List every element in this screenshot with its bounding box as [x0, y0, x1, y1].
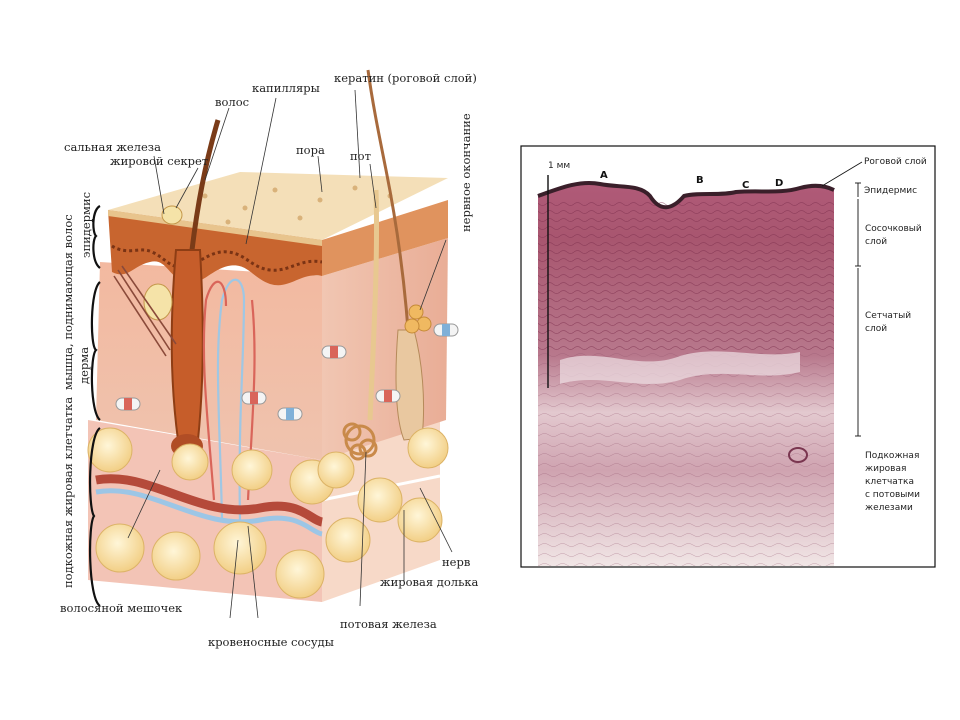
sweat-gland-section [788, 447, 808, 463]
nerve-ending-bulbs [404, 304, 432, 334]
label-keratin: кератин (роговой слой) [334, 71, 477, 85]
stratum-corneum-line [537, 180, 835, 210]
fat-lobules [87, 427, 449, 599]
histology-figure: 1 мм A B C D Роговой слой Эпидермис Сосо… [520, 145, 936, 568]
label-hypodermis-4: с потовыми [865, 490, 920, 500]
label-hypodermis-3: клетчатка [865, 477, 914, 487]
label-sweat: пот [350, 149, 371, 163]
label-hypodermis-1: Подкожная [865, 451, 919, 461]
label-epidermis-h: Эпидермис [864, 186, 917, 196]
letter-d: D [775, 178, 783, 189]
label-papillary-1: Сосочковый [865, 224, 922, 234]
label-reticular-2: слой [865, 324, 887, 334]
vessel-cross-sections [115, 323, 459, 421]
hair-follicle [170, 249, 204, 441]
label-fat-lobule: жировая долька [380, 575, 479, 589]
label-sebaceous-gland: сальная железа [64, 140, 161, 154]
label-nerve: нерв [442, 555, 470, 569]
blood-vessel-red [95, 474, 324, 527]
label-subcutaneous: подкожная жировая клетчатка [61, 397, 75, 588]
label-sebum: жировой секрет [110, 154, 208, 168]
label-pore: пора [296, 143, 325, 157]
label-capillaries: капилляры [252, 81, 320, 95]
label-blood-vessels: кровеносные сосуды [208, 635, 334, 649]
leader-lines [127, 89, 453, 619]
label-reticular-1: Сетчатый [865, 311, 911, 321]
label-stratum-corneum: Роговой слой [864, 157, 927, 167]
scale-label: 1 мм [548, 161, 570, 171]
label-hypodermis-2: жировая [865, 464, 906, 474]
skin-surface-front [108, 210, 322, 246]
sweat-gland-coil [342, 422, 378, 461]
label-hair-follicle: волосяной мешочек [60, 601, 183, 615]
skin-surface [108, 172, 448, 240]
label-arrector-muscle: мышца, поднимающая волос [61, 214, 75, 390]
histology-brackets [855, 182, 861, 437]
label-nerve-ending: нервное окончание [459, 113, 473, 232]
layer-brackets [88, 205, 101, 607]
epidermis-layer [108, 210, 322, 286]
label-epidermis: эпидермис [79, 192, 93, 258]
sebaceous-gland-shape [143, 283, 173, 321]
label-dermis: дерма [77, 347, 91, 384]
label-papillary-2: слой [865, 237, 887, 247]
pore-dots [202, 185, 393, 225]
epidermis-side [322, 200, 448, 276]
label-hypodermis-5: железами [865, 503, 913, 513]
letter-a: A [600, 170, 608, 181]
sweat-duct [367, 189, 380, 421]
label-hair: волос [215, 95, 249, 109]
letter-b: B [696, 175, 704, 186]
letter-c: C [742, 180, 749, 191]
skin-structure-diagram: сальная железа жировой секрет волос капи… [60, 69, 479, 649]
label-sweat-gland: потовая железа [340, 617, 437, 631]
arrector-muscle [113, 265, 177, 357]
